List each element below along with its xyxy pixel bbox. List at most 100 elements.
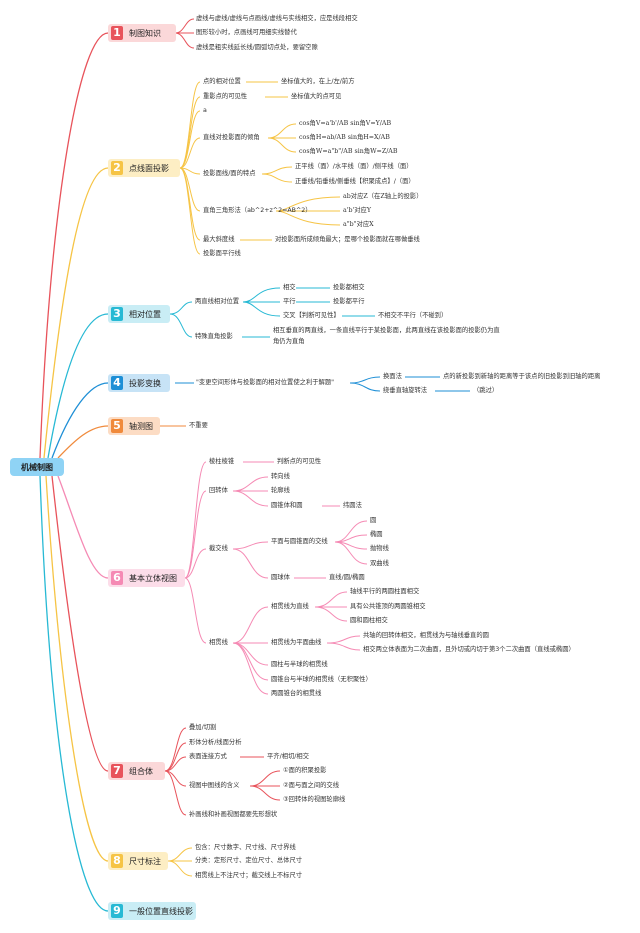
topic-5[interactable]: 5 轴测图: [108, 417, 160, 435]
root-label: 机械制图: [21, 462, 53, 472]
connector-root-7: [51, 475, 109, 772]
topic-2-item: 最大斜度线: [203, 236, 235, 243]
topic-6-subitem: 圆: [370, 517, 377, 524]
topic-6-subitem: 圆柱与半球的相贯线: [271, 661, 328, 668]
topic-5-number: 5: [111, 419, 123, 433]
topic-6-item: 截交线: [209, 545, 228, 552]
topic-8-item: 分类：定形尺寸、定位尺寸、总体尺寸: [195, 857, 303, 864]
topic-2-item: 直角三角形法（ab^2+z^2=AB^2）: [203, 207, 312, 214]
topic-3-item: 特殊直角投影: [195, 333, 233, 340]
topic-3-subitem: 相交: [283, 284, 296, 291]
topic-7-item: 叠加/切割: [189, 724, 217, 731]
connector-root-1: [39, 32, 109, 459]
topic-8-item: 包含：尺寸数字、尺寸线、尺寸界线: [195, 844, 296, 851]
topic-6-label: 基本立体视图: [129, 573, 177, 583]
topic-4-subitem: 绕垂直轴旋转法: [383, 387, 428, 394]
topic-1-label: 制图知识: [129, 28, 161, 38]
topic-2-item: 投影面线/面的特点: [203, 170, 256, 177]
topic-8-label: 尺寸标注: [129, 856, 161, 866]
topic-2-formula: cos角W=a"b"/AB sin角W=Z/AB: [299, 148, 398, 155]
topic-2-subitem: a"b"对应X: [343, 221, 374, 228]
topic-2-formula: cos角H=ab/AB sin角H=X/AB: [299, 134, 390, 141]
topic-2-number: 2: [111, 161, 123, 175]
topic-6-subitem: 圆和圆柱相交: [350, 617, 388, 624]
topic-2-formula: cos角V=a'b'/AB sin角V=Y/AB: [299, 120, 392, 127]
topic-2-subitem: ab对应Z（在Z轴上的投影）: [343, 193, 423, 200]
topic-4-subitem: （跳过）: [473, 387, 499, 394]
topic-6-subitem: 平面与圆锥面的交线: [271, 538, 328, 545]
topic-6-subitem: 椭圆: [370, 531, 383, 538]
connector-root-3: [47, 313, 109, 459]
topic-5-label: 轴测图: [129, 421, 153, 431]
topic-7-label: 组合体: [129, 766, 153, 776]
topic-3-subitem: 交叉【判断可见性】: [283, 312, 340, 319]
topic-7-item: 表面连接方式: [189, 753, 227, 760]
topic-3-subitem: 不相交不平行（不碰到）: [378, 312, 448, 319]
topic-1-item: 虚线与虚线/虚线与点画线/虚线与实线相交，应是线段相交: [196, 15, 358, 22]
topic-4-number: 4: [111, 376, 123, 390]
topic-4-subitem: 换面法: [383, 373, 402, 380]
topic-2-item: 重影点的可见性: [203, 93, 248, 100]
topic-1-item: 虚线是粗实线延长线/圆弧切点处，要留空隙: [196, 44, 318, 51]
connector-root-8: [45, 475, 109, 862]
topic-7[interactable]: 7 组合体: [108, 762, 165, 780]
topic-3-label: 相对位置: [129, 309, 161, 319]
topic-3-item: 两直线相对位置: [195, 298, 240, 305]
topic-3-number: 3: [111, 307, 123, 321]
topic-6-subitem: 转向线: [271, 473, 290, 480]
topic-7-number: 7: [111, 764, 123, 778]
topic-6-subitem: 直线/圆/椭圆: [329, 574, 365, 581]
topic-6-subitem: 相交两立体表面为二次曲面，且外切或内切于第3个二次曲面（直线或椭圆）: [363, 646, 575, 653]
topic-3[interactable]: 3 相对位置: [108, 305, 170, 323]
topic-6-subitem: 圆球体: [271, 574, 290, 581]
topic-4[interactable]: 4 投影变换: [108, 374, 170, 392]
topic-7-item: 补画线和补画视图都要先形想状: [189, 811, 278, 818]
topic-2-subitem: 正平线（面）/水平线（面）/侧平线（面）: [295, 163, 413, 170]
connector-root-2: [43, 167, 109, 459]
topic-2-subitem: a'b'对应Y: [343, 207, 371, 214]
connector-root-6: [57, 475, 109, 579]
topic-7-subitem: ③回转体的视图轮廓线: [283, 796, 346, 803]
topic-6-item: 相贯线: [209, 639, 228, 646]
topic-3-subitem: 相互垂直的两直线，一条直线平行于某投影面，此两直线在该投影面的投影仍为直: [273, 327, 500, 334]
topic-6-subitem: 两圆锥台的相贯线: [271, 690, 322, 697]
connector-root-5: [57, 425, 109, 459]
topic-2-subitem: 对投影面所成倾角最大；是哪个投影面就在哪做垂线: [275, 236, 420, 243]
topic-1-number: 1: [111, 26, 123, 40]
topic-6-subitem: 圆锥体和圆: [271, 502, 303, 509]
topic-2-item: a: [203, 107, 207, 114]
topic-6[interactable]: 6 基本立体视图: [108, 569, 185, 587]
topic-6-subitem: 具有公共锥顶的两圆锥相交: [350, 603, 426, 610]
topic-1[interactable]: 1 制图知识: [108, 24, 176, 42]
topic-3-subitem: 角仍为直角: [273, 338, 305, 345]
topic-2-subitem: 坐标值大的点可见: [291, 93, 342, 100]
topic-6-subitem: 圆锥台与半球的相贯线（无积聚性）: [271, 676, 372, 683]
root-node[interactable]: 机械制图: [10, 458, 64, 476]
topic-7-item: 视图中图线的含义: [189, 782, 240, 789]
topic-4-item: "变更空间形体与投影面的相对位置使之利于解题": [196, 379, 335, 386]
topic-2[interactable]: 2 点线面投影: [108, 159, 180, 177]
topic-2-item: 直线对投影面的倾角: [203, 134, 260, 141]
topic-6-subitem: 轴线平行的两圆柱面相交: [350, 588, 420, 595]
topic-2-item: 投影面平行线: [203, 250, 241, 257]
topic-6-subitem: 共轴的回转体相交，相贯线为与轴线垂直的圆: [363, 632, 489, 639]
topic-3-subitem: 投影都平行: [333, 298, 365, 305]
topic-2-subitem: 正垂线/铅垂线/侧垂线【积聚成点】/（面）: [295, 178, 415, 185]
topic-6-number: 6: [111, 571, 123, 585]
topic-6-subitem: 轮廓线: [271, 487, 290, 494]
topic-2-item: 点的相对位置: [203, 78, 241, 85]
topic-7-subitem: 平齐/相切/相交: [267, 753, 310, 760]
topic-9-label: 一般位置直线投影: [129, 906, 193, 916]
topic-8-item: 相贯线上不注尺寸；截交线上不标尺寸: [195, 872, 303, 879]
topic-3-subitem: 平行: [283, 298, 296, 305]
topic-3-subitem: 投影都相交: [333, 284, 365, 291]
topic-2-label: 点线面投影: [129, 163, 169, 173]
topic-6-subitem: 纬圆法: [343, 502, 362, 509]
topic-4-label: 投影变换: [129, 378, 161, 388]
topic-6-subitem: 相贯线为平面曲线: [271, 639, 322, 646]
topic-6-item: 棱柱棱锥: [209, 458, 235, 465]
topic-7-subitem: ②面与面之间的交线: [283, 782, 340, 789]
topic-6-subitem: 相贯线为直线: [271, 603, 309, 610]
